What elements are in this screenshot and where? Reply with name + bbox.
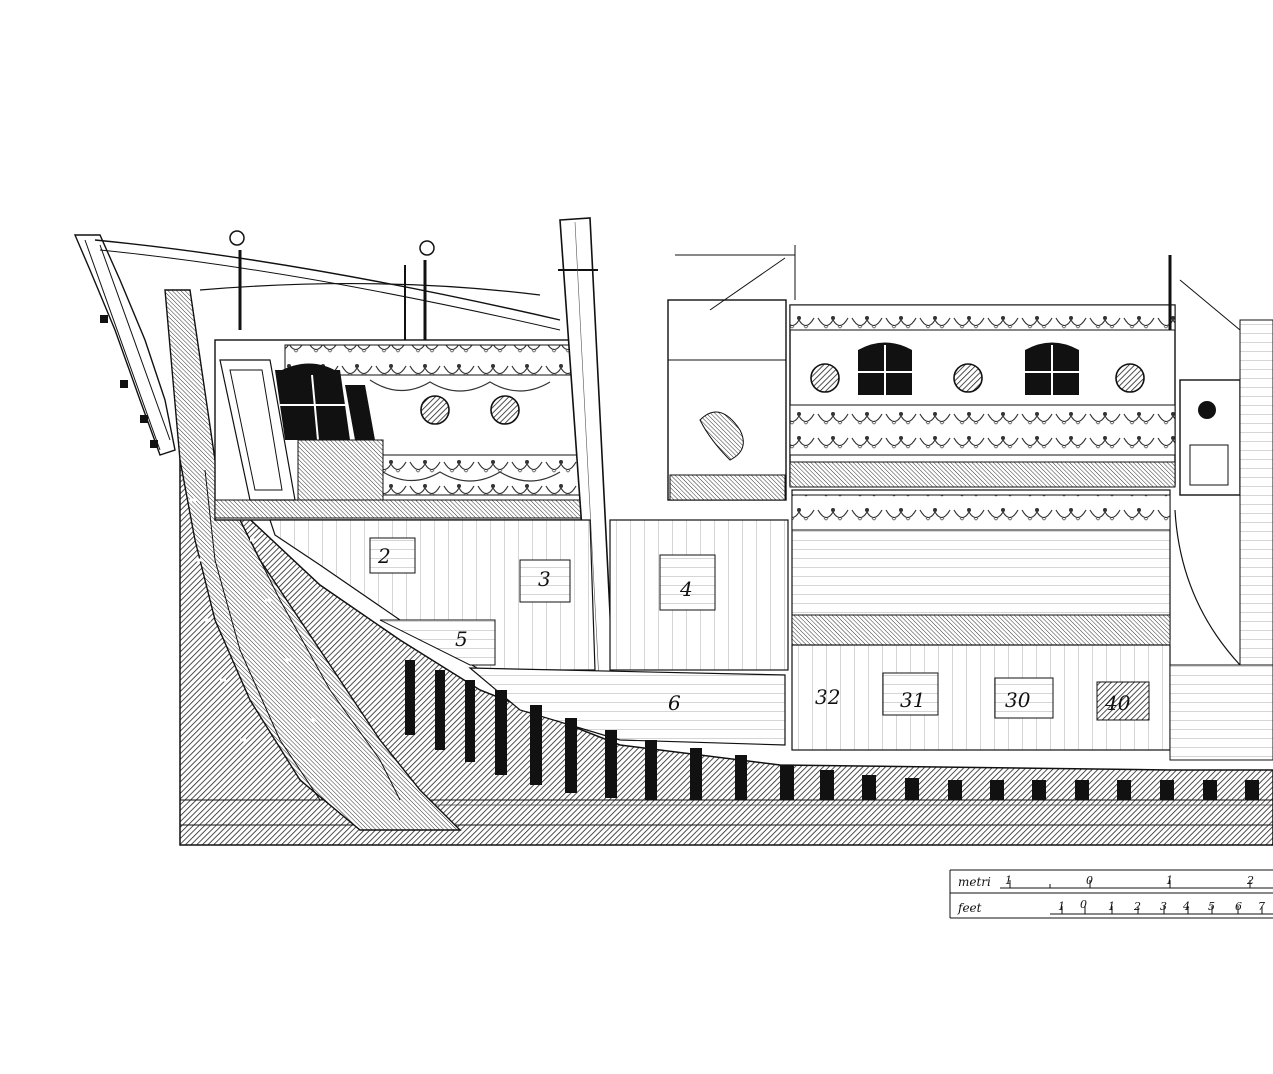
keel-frames <box>405 660 1259 800</box>
lower-hold-forward <box>269 519 596 671</box>
compartment-label-31: 31 <box>900 688 925 712</box>
midships-panel <box>667 245 796 501</box>
compartment-label-3: 3 <box>538 567 551 591</box>
scale-feet-tick: 0 <box>1080 898 1087 911</box>
compartment-label-5: 5 <box>455 627 468 651</box>
forward-cabin <box>214 339 591 521</box>
compartment-label-4: 4 <box>679 577 693 601</box>
beak-head <box>73 234 176 456</box>
scale-metric-label: metri <box>958 875 991 889</box>
scale-feet-label: feet <box>957 901 982 915</box>
compartment-labels: 2 3 4 5 6 32 31 30 40 <box>377 544 1131 715</box>
scale-feet-tick: 2 <box>1133 900 1141 913</box>
compartment-label-6: 6 <box>668 691 681 715</box>
lower-hold-aft <box>791 489 1273 761</box>
aft-stateroom <box>789 304 1176 488</box>
compartment-label-32: 32 <box>815 685 840 709</box>
compartment-label-40: 40 <box>1104 691 1131 715</box>
stern-gallery <box>1168 255 1273 671</box>
compartment-label-30: 30 <box>1005 688 1031 712</box>
lower-hold-mid <box>468 519 789 746</box>
upper-rail <box>94 230 561 345</box>
scale-bar: metri 1 0 1 2 feet 1 0 1 2 3 4 5 6 7 <box>949 869 1273 919</box>
scale-feet-tick: 4 <box>1182 900 1190 913</box>
scale-metric-tick: 1 <box>1005 874 1012 887</box>
compartment-label-2: 2 <box>377 544 391 568</box>
